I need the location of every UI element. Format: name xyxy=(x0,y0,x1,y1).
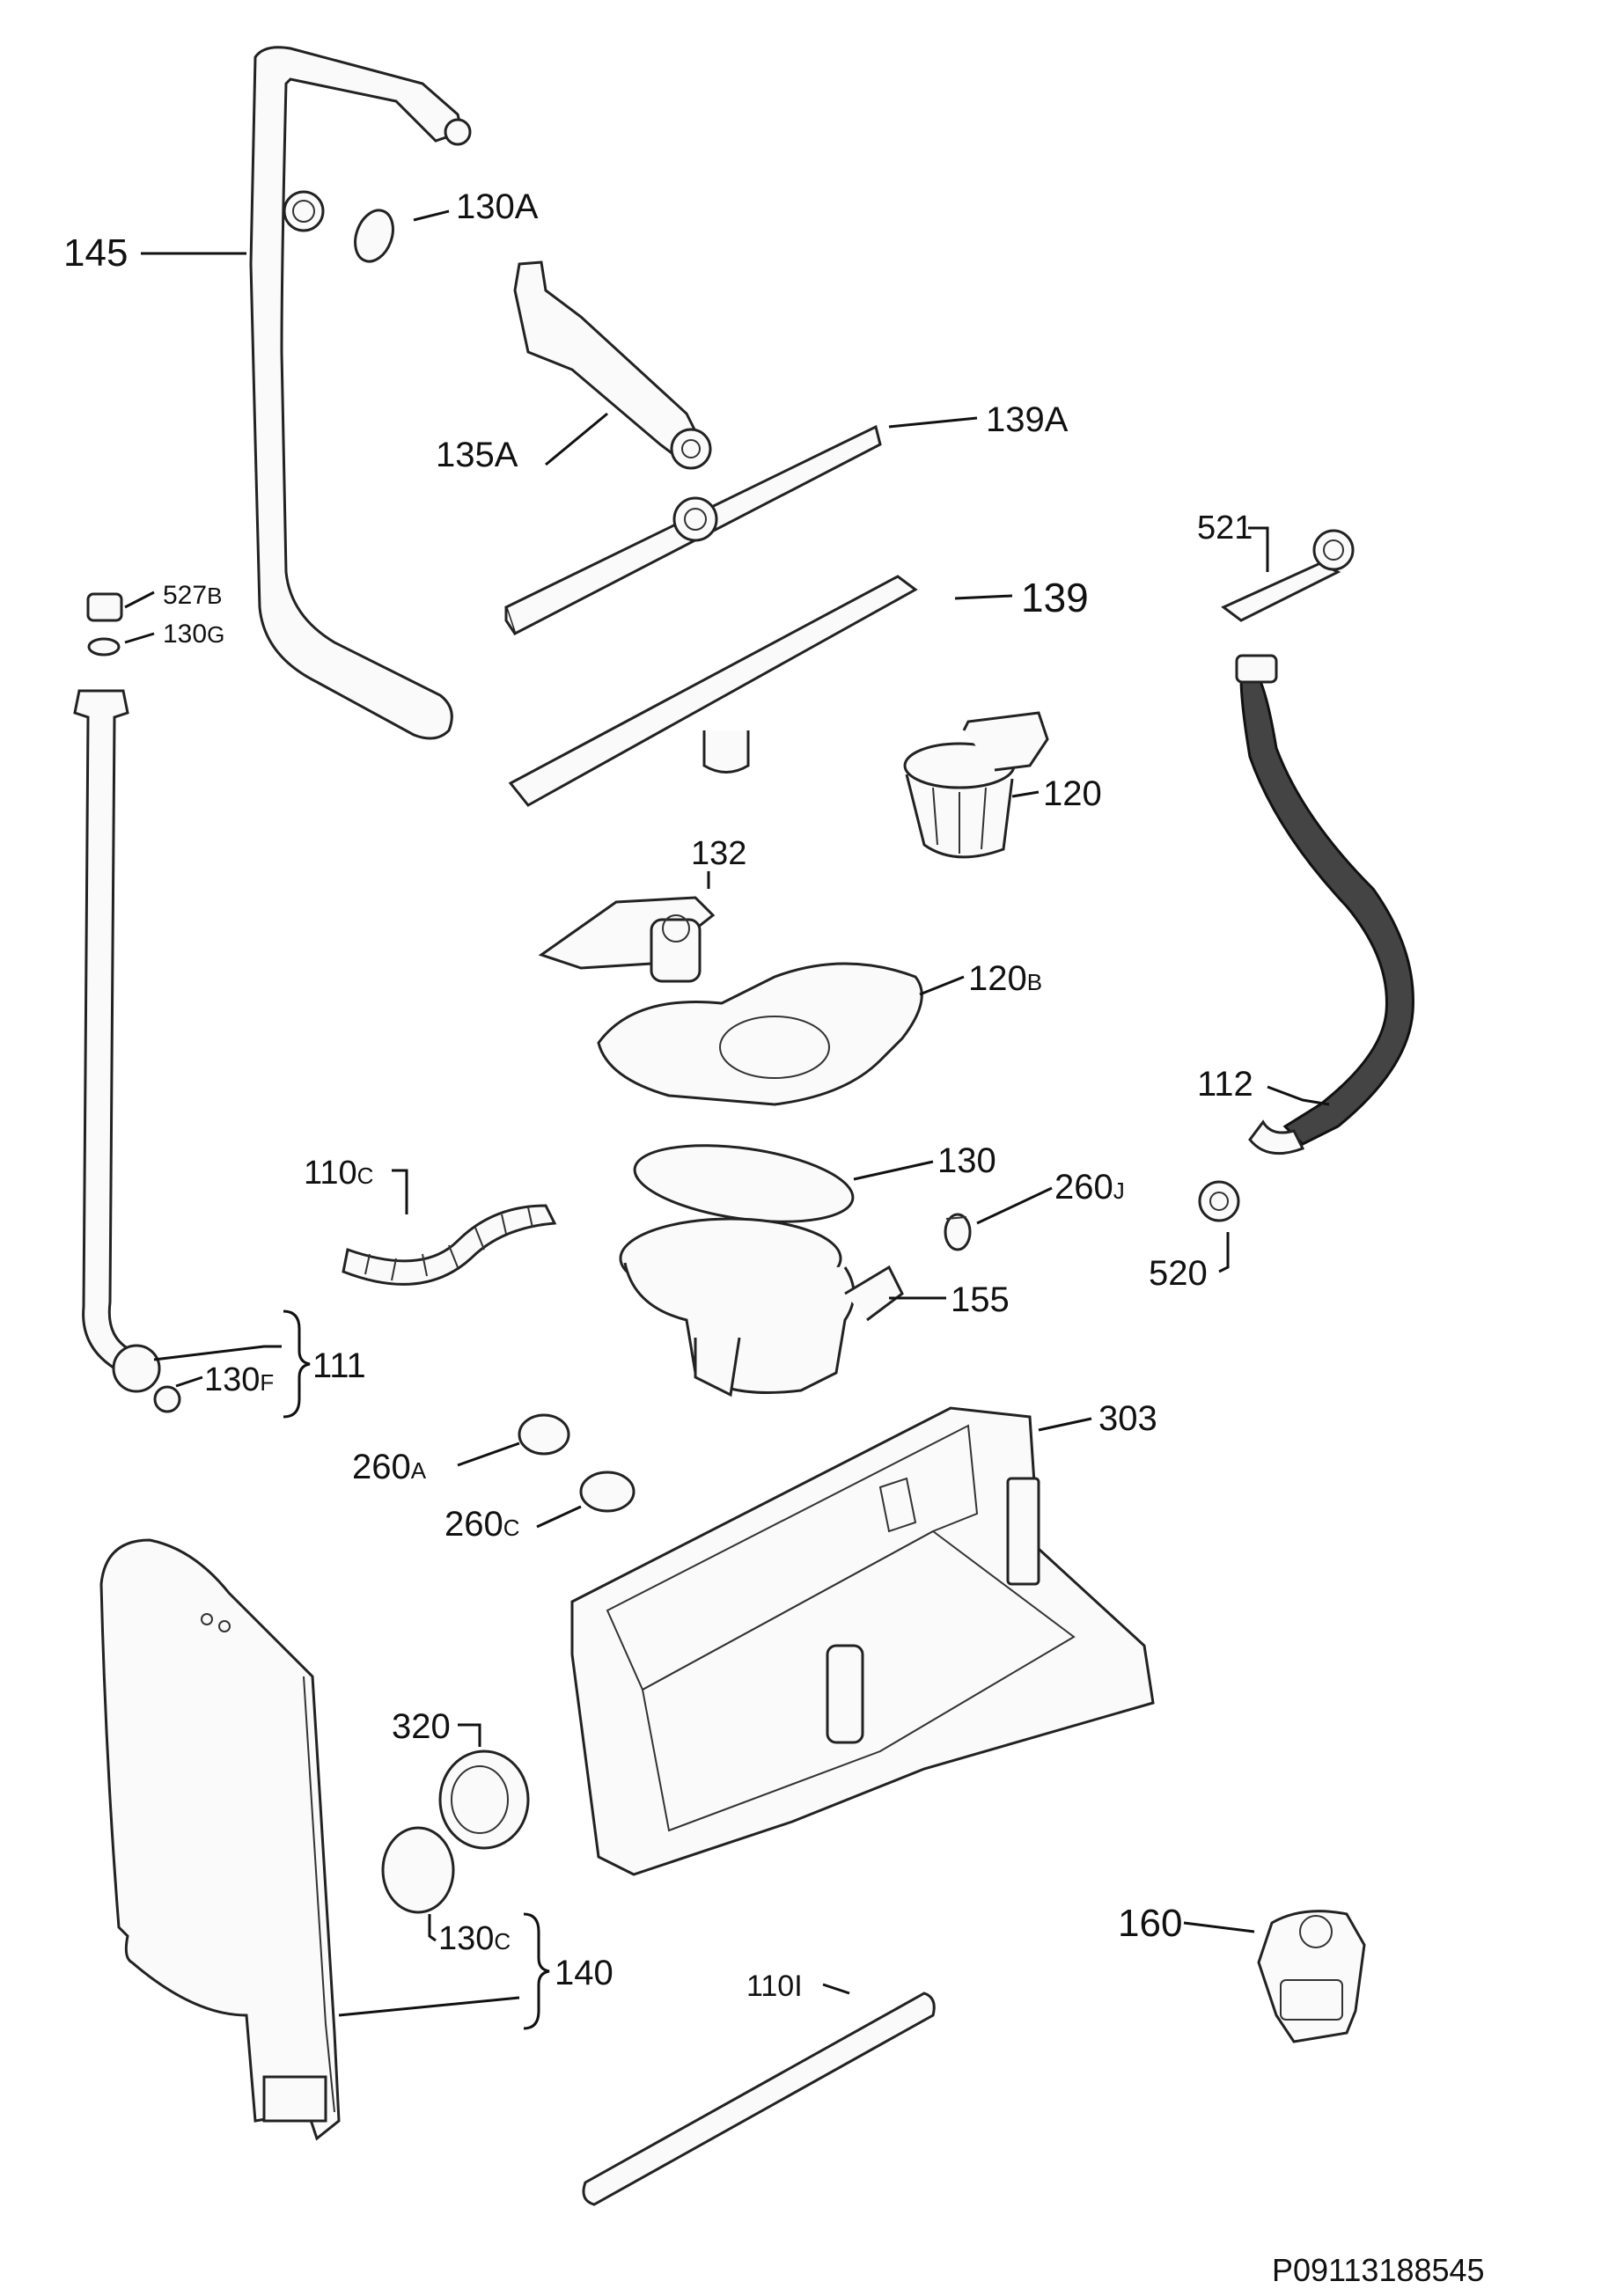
label-120B: 120B xyxy=(968,959,1042,998)
label-132: 132 xyxy=(691,835,746,872)
part-110C-hose xyxy=(342,1204,557,1286)
label-145: 145 xyxy=(63,231,128,275)
label-303: 303 xyxy=(1098,1399,1157,1438)
diagram-reference: P09113188545 xyxy=(1272,2252,1485,2288)
part-520-clamp xyxy=(1198,1180,1240,1222)
label-111: 111 xyxy=(312,1346,366,1385)
label-130A: 130A xyxy=(456,187,539,226)
label-140: 140 xyxy=(555,1954,613,1992)
part-112-drain-hose xyxy=(1235,654,1414,1155)
part-130C-ring xyxy=(381,1826,455,1914)
part-160-pump xyxy=(1257,1910,1366,2043)
part-260C-clip xyxy=(579,1471,636,1513)
label-130C: 130C xyxy=(438,1920,511,1957)
part-110I-rod xyxy=(582,1992,936,2206)
leader-lines xyxy=(124,209,1330,2017)
part-260J-clip xyxy=(944,1213,972,1251)
part-303-base-frame xyxy=(570,1406,1155,1876)
part-111-inlet-tube xyxy=(73,689,161,1393)
label-260A: 260A xyxy=(352,1448,427,1486)
part-130F-gasket xyxy=(153,1385,181,1413)
label-120: 120 xyxy=(1043,774,1102,813)
label-320: 320 xyxy=(392,1707,451,1746)
part-260A-clip xyxy=(518,1413,570,1456)
part-130A-o-ring xyxy=(354,209,394,263)
label-112: 112 xyxy=(1197,1065,1253,1104)
part-139-lower-spray-arm xyxy=(508,575,918,807)
part-521-hose-bracket xyxy=(1221,529,1355,622)
part-139A-upper-spray-arm xyxy=(504,424,882,636)
part-120B-filter-plate xyxy=(597,962,923,1106)
label-110C: 110C xyxy=(304,1155,373,1192)
part-132-distributor xyxy=(538,896,716,983)
label-139: 139 xyxy=(1021,575,1089,620)
label-520: 520 xyxy=(1149,1254,1208,1293)
label-135A: 135A xyxy=(436,436,518,474)
label-521: 521 xyxy=(1197,510,1253,546)
label-527B: 527B xyxy=(163,581,222,610)
brace-111 xyxy=(283,1309,311,1419)
part-130G-gasket xyxy=(87,637,121,657)
label-139A: 139A xyxy=(986,400,1069,439)
label-130F: 130F xyxy=(204,1361,274,1398)
part-155-sump xyxy=(619,1217,904,1397)
label-110I: 110I xyxy=(746,1970,803,2003)
label-260J: 260J xyxy=(1054,1168,1125,1207)
brace-140 xyxy=(523,1912,550,2030)
label-130: 130 xyxy=(937,1141,996,1180)
label-160: 160 xyxy=(1118,1902,1182,1945)
label-155: 155 xyxy=(951,1280,1010,1319)
label-130G: 130G xyxy=(163,620,224,649)
part-135A-spray-arm-feed xyxy=(513,260,712,470)
part-120-filter xyxy=(903,711,1049,859)
label-260C: 260C xyxy=(444,1505,520,1544)
part-320-seal xyxy=(438,1750,530,1850)
part-527B-cap xyxy=(86,592,123,622)
part-140-tank xyxy=(99,1538,341,2141)
part-145-upper-pipe xyxy=(249,46,472,740)
